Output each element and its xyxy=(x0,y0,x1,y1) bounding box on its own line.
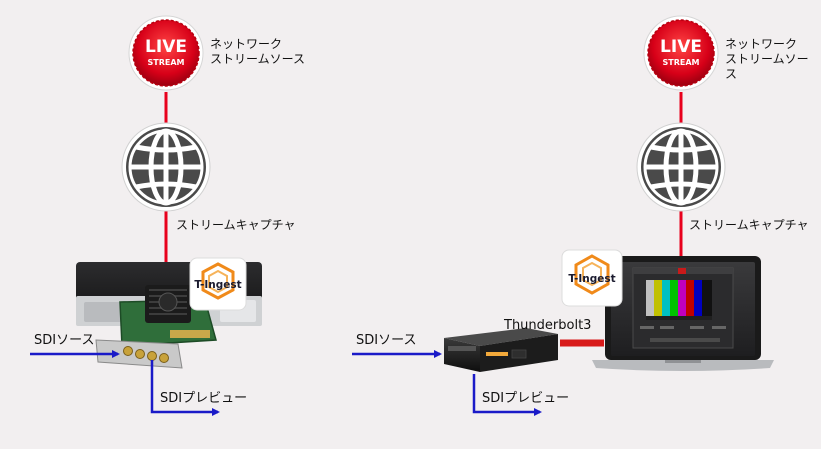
left-sdi-source-label: SDIソース xyxy=(34,333,95,348)
left-globe-icon xyxy=(121,122,211,212)
left-live-text: LIVE xyxy=(145,37,187,57)
right-sdi-preview-label: SDIプレビュー xyxy=(482,391,570,406)
left-network-source-label: ネットワーク ストリームソース xyxy=(210,37,330,67)
left-t-ingest-logo-icon: T-Ingest xyxy=(189,257,247,311)
left-stream-capture-label: ストリームキャプチャ xyxy=(176,218,296,232)
right-network-source-line1: ネットワーク xyxy=(725,37,798,51)
right-thunderbolt-label: Thunderbolt3 xyxy=(504,318,592,333)
right-color-bars xyxy=(646,280,712,320)
left-network-source-line2: ストリームソース xyxy=(210,52,306,66)
right-stream-text: STREAM xyxy=(663,58,700,67)
right-stream-capture-label: ストリームキャプチャ xyxy=(689,218,809,232)
left-stream-text: STREAM xyxy=(148,58,185,67)
right-sdi-preview-arrow xyxy=(472,374,542,416)
right-laptop xyxy=(592,256,774,371)
left-sdi-preview-label: SDIプレビュー xyxy=(160,391,248,406)
left-capture-card xyxy=(95,285,217,369)
left-live-stream-badge-icon: LIVE STREAM xyxy=(128,15,204,91)
right-t-ingest-label: T-Ingest xyxy=(568,273,615,285)
right-live-stream-badge-icon: LIVE STREAM xyxy=(643,15,719,91)
left-network-source-line1: ネットワーク xyxy=(210,37,283,51)
right-converter-box xyxy=(444,328,558,372)
right-globe-icon xyxy=(636,122,726,212)
right-network-source-label: ネットワーク ストリームソース xyxy=(725,37,817,82)
right-t-ingest-logo-icon: T-Ingest xyxy=(561,249,623,307)
left-sdi-preview-arrow xyxy=(150,360,220,416)
left-t-ingest-label: T-Ingest xyxy=(194,279,241,291)
right-sdi-source-label: SDIソース xyxy=(356,333,417,348)
right-network-source-line2: ストリームソース xyxy=(725,52,809,81)
right-live-text: LIVE xyxy=(660,37,702,57)
